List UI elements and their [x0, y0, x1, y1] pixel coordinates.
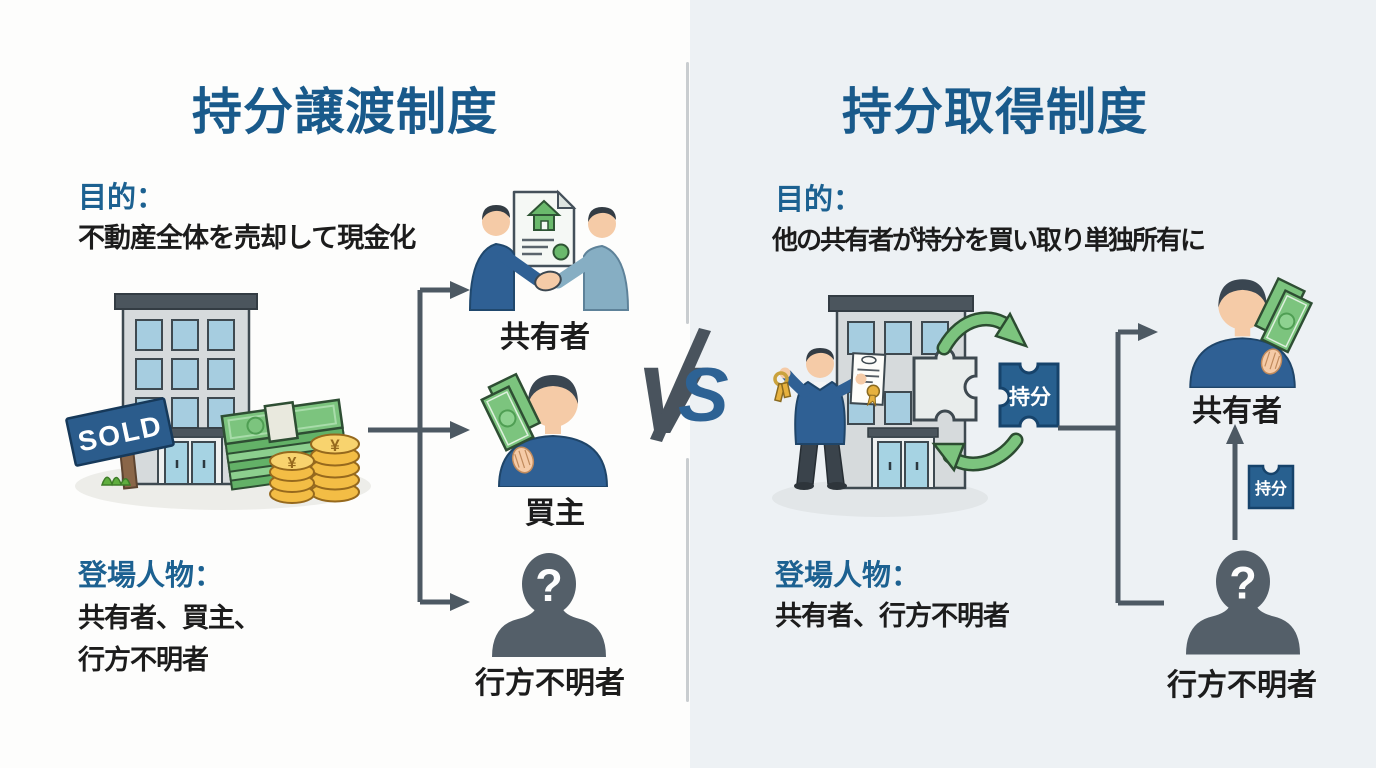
arrowhead-to-missing — [450, 593, 470, 611]
vs-slash — [650, 328, 711, 442]
left-branch-arrows — [368, 281, 470, 611]
sold-building-illustration: SOLD ¥ ¥ — [65, 293, 371, 510]
right-branch-arrows — [1058, 323, 1244, 606]
left-purpose-label: 目的： — [78, 182, 166, 214]
arrowhead-to-buyer — [450, 421, 470, 439]
seal-icon — [552, 243, 570, 261]
acquisition-building-illustration: 持分 — [772, 295, 1060, 517]
keys-icon — [773, 371, 792, 403]
left-title: 持分譲渡制度 — [192, 84, 498, 140]
hair — [482, 205, 510, 220]
share-puzzle-label: 持分 — [1009, 385, 1051, 409]
cycle-arrowhead-right — [994, 311, 1029, 349]
owner-with-keys-icon — [773, 348, 887, 490]
arrowhead-to-coowner — [450, 281, 470, 299]
buyer-label: 買主 — [525, 497, 585, 530]
hair — [806, 348, 834, 362]
center-divider-top — [686, 62, 689, 324]
vs-letter-s: S — [678, 353, 729, 438]
right-purpose-text: 他の共有者が持分を買い取り単独所有に — [772, 225, 1206, 255]
small-share-puzzle-label: 持分 — [1255, 479, 1287, 498]
cycle-arrows-icon — [931, 311, 1029, 473]
vs-badge: V S — [636, 328, 729, 454]
right-actors-line1: 共有者、行方不明者 — [775, 601, 1010, 631]
yen-symbol: ¥ — [288, 455, 297, 472]
left-actors-label: 登場人物： — [78, 560, 224, 592]
money-bills-icon — [480, 372, 542, 452]
right-purpose-label: 目的： — [775, 184, 863, 216]
person-left — [468, 205, 545, 311]
hair — [1218, 279, 1267, 308]
right-actors-label: 登場人物： — [775, 560, 921, 592]
left-missing-label: 行方不明者 — [475, 667, 625, 700]
share-puzzle-icon: 持分 — [998, 362, 1060, 428]
hair — [588, 207, 616, 222]
left-actors-line2: 行方不明者 — [78, 645, 209, 675]
center-divider-bottom — [686, 458, 689, 702]
money-bills-icon — [1253, 276, 1314, 354]
left-purpose-text: 不動産全体を売却して現金化 — [78, 223, 416, 253]
coin-stack-icon: ¥ ¥ — [269, 433, 360, 504]
cycle-arrowhead-left — [931, 442, 966, 473]
buyer-with-money-icon — [480, 372, 609, 487]
hand — [511, 446, 535, 474]
building-puzzle-socket-icon — [912, 347, 978, 422]
left-actors-line1: 共有者、買主、 — [78, 603, 261, 633]
question-mark: ? — [1229, 558, 1257, 609]
person-right — [551, 207, 630, 311]
right-coowner-label: 共有者 — [1192, 395, 1282, 428]
hair — [528, 375, 578, 404]
small-share-puzzle-icon: 持分 — [1247, 464, 1295, 510]
arrowhead-to-coowner — [1138, 323, 1158, 341]
grass-icon — [100, 476, 132, 487]
right-coowner-with-money-icon — [1189, 276, 1314, 388]
hand — [1260, 348, 1283, 375]
contract-document-icon — [512, 189, 577, 268]
handshake-hands — [534, 270, 562, 292]
sold-sign: SOLD — [65, 397, 175, 490]
missing-person-icon: ? — [1186, 550, 1300, 655]
missing-person-icon: ? — [492, 553, 606, 657]
right-title: 持分取得制度 — [842, 84, 1148, 140]
question-mark: ? — [535, 560, 563, 611]
arrowhead-share-up — [1226, 424, 1244, 444]
right-missing-label: 行方不明者 — [1167, 669, 1317, 702]
handshake-contract-icon — [468, 189, 630, 311]
yen-symbol: ¥ — [330, 436, 340, 455]
left-coowner-label: 共有者 — [500, 321, 590, 354]
